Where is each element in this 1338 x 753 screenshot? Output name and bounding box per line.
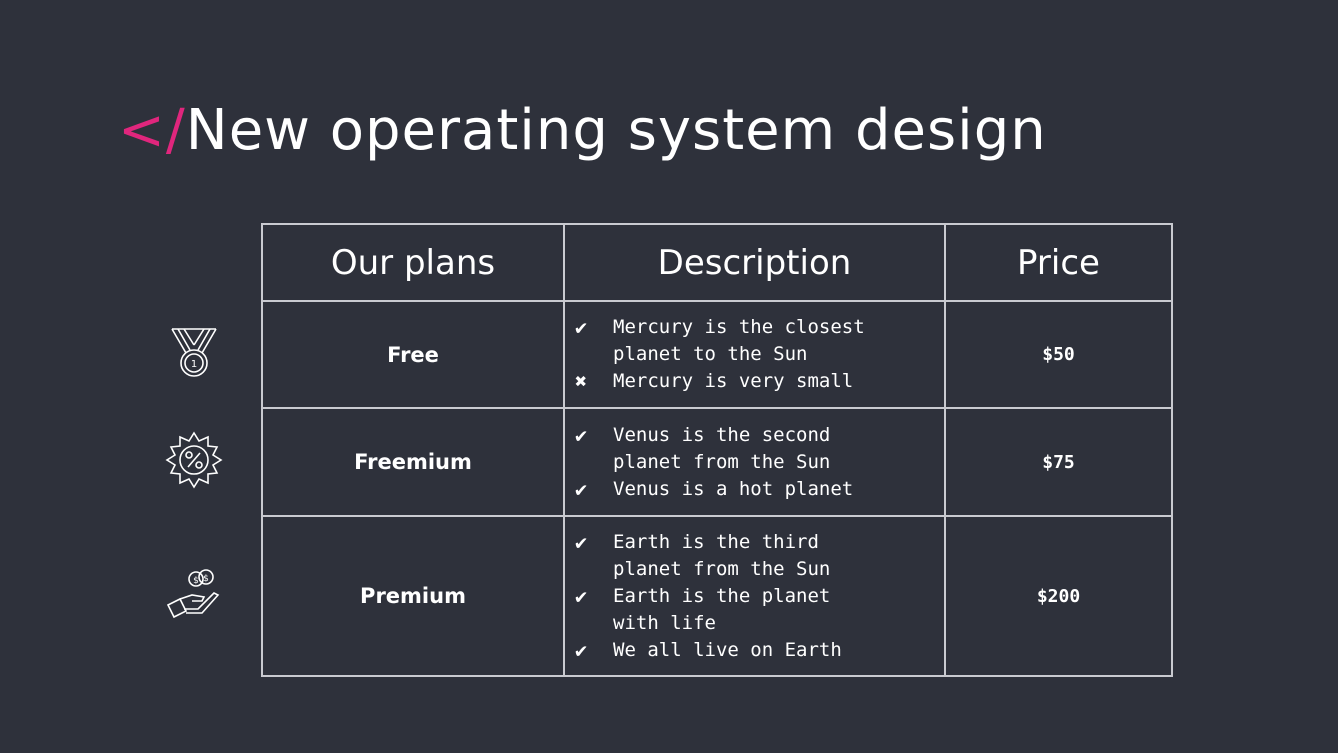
code-tag-prefix: </ <box>118 98 186 163</box>
table-row: Free ✔ Mercury is the closest planet to … <box>261 300 1173 409</box>
plan-price: $200 <box>944 515 1173 677</box>
header-our-plans: Our plans <box>261 223 565 302</box>
header-description: Description <box>563 223 946 302</box>
medal-icon: 1 <box>164 323 224 383</box>
discount-badge-icon <box>164 430 224 490</box>
hand-coins-icon: $ $ <box>164 565 224 625</box>
plan-description: ✔ Earth is the third planet from the Sun… <box>563 515 946 677</box>
list-item: ✔ Venus is the second planet from the Su… <box>575 422 944 476</box>
bullet-text: Mercury is very small <box>613 370 854 392</box>
list-item: ✖ Mercury is very small <box>575 368 944 395</box>
cross-icon: ✖ <box>575 369 588 393</box>
bullet-text: Venus is the second planet from the Sun <box>613 423 831 473</box>
plan-name: Freemium <box>261 407 565 517</box>
check-icon: ✔ <box>575 476 588 501</box>
plan-description: ✔ Mercury is the closest planet to the S… <box>563 300 946 409</box>
svg-text:$: $ <box>193 576 199 586</box>
list-item: ✔ Earth is the third planet from the Sun <box>575 529 944 583</box>
plan-name: Premium <box>261 515 565 677</box>
bullet-text: We all live on Earth <box>613 638 842 661</box>
plan-description: ✔ Venus is the second planet from the Su… <box>563 407 946 517</box>
plans-table: Our plans Description Price Free ✔ Mercu… <box>261 223 1173 677</box>
header-price: Price <box>944 223 1173 302</box>
plan-price: $75 <box>944 407 1173 517</box>
page-title: </New operating system design <box>118 96 1047 166</box>
list-item: ✔ We all live on Earth <box>575 637 944 664</box>
list-item: ✔ Mercury is the closest planet to the S… <box>575 314 944 368</box>
check-icon: ✔ <box>575 583 588 608</box>
table-row: Freemium ✔ Venus is the second planet fr… <box>261 407 1173 517</box>
check-icon: ✔ <box>575 529 588 554</box>
plan-price: $50 <box>944 300 1173 409</box>
check-icon: ✔ <box>575 422 588 447</box>
table-header-row: Our plans Description Price <box>261 223 1173 302</box>
list-item: ✔ Venus is a hot planet <box>575 476 944 503</box>
svg-text:1: 1 <box>191 359 197 370</box>
svg-text:$: $ <box>203 574 209 584</box>
plan-name: Free <box>261 300 565 409</box>
bullet-text: Venus is a hot planet <box>613 477 854 500</box>
bullet-text: Mercury is the closest planet to the Sun <box>613 316 865 365</box>
table-row: Premium ✔ Earth is the third planet from… <box>261 515 1173 677</box>
check-icon: ✔ <box>575 315 588 339</box>
title-text: New operating system design <box>185 98 1047 163</box>
list-item: ✔ Earth is the planet with life <box>575 583 944 637</box>
bullet-text: Earth is the planet with life <box>613 584 831 634</box>
check-icon: ✔ <box>575 637 588 662</box>
bullet-text: Earth is the third planet from the Sun <box>613 530 831 580</box>
